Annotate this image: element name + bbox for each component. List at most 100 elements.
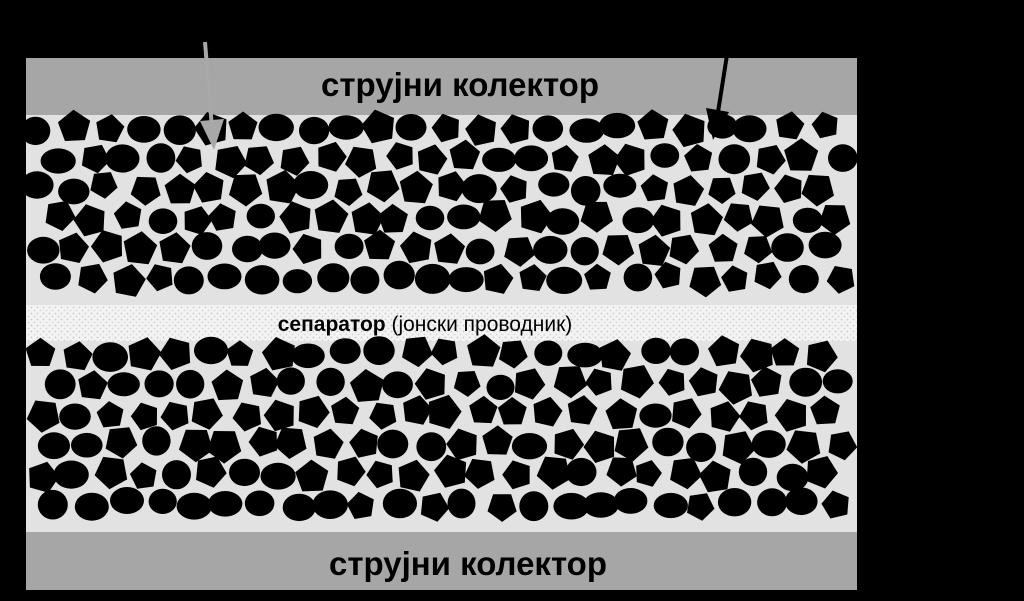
pentagon-particle [722,431,756,465]
round-particle [148,488,177,514]
pentagon-particle [274,427,307,459]
separator-label-bold: сепаратор [278,313,386,336]
pentagon-particle [588,144,621,175]
round-particle [416,432,447,462]
pentagon-particle [292,233,322,264]
pentagon-particle [811,111,838,139]
pentagon-particle [94,456,128,490]
pentagon-particle [599,339,631,371]
pentagon-particle [698,460,731,493]
pentagon-particle [638,234,671,266]
pentagon-particle [741,172,770,201]
round-particle [546,266,583,294]
round-particle [258,232,291,259]
round-particle [808,231,842,259]
pentagon-particle [420,492,450,522]
bottom-electrode-particles [25,334,858,522]
pentagon-particle [331,396,360,425]
top-electrode-particles [20,109,858,298]
arrow-down-icon [706,54,729,140]
bottom-current-collector [26,532,857,590]
pentagon-particle [295,459,329,492]
round-particle [785,487,818,516]
pentagon-particle [184,206,213,235]
pentagon-particle [464,458,495,489]
round-particle [163,115,196,145]
pentagon-particle [786,430,821,464]
round-particle [533,235,568,264]
pentagon-particle [613,143,645,176]
round-particle [27,236,60,264]
pentagon-particle [346,491,374,519]
pentagon-particle [828,431,858,461]
pentagon-particle [369,402,397,430]
round-particle [382,371,413,399]
pentagon-particle [349,369,384,402]
pentagon-particle [178,429,213,463]
pentagon-particle [402,336,433,368]
pentagon-particle [417,144,448,175]
pentagon-particle [640,174,668,202]
pentagon-particle [721,265,748,292]
pentagon-particle [673,175,705,206]
pentagon-particle [554,428,585,460]
pentagon-particle [244,146,274,176]
pentagon-particle [620,365,654,399]
round-particle [191,232,223,260]
round-particle [686,432,717,462]
pentagon-particle [414,368,445,400]
pentagon-particle [211,369,244,401]
pentagon-particle [467,334,501,367]
pentagon-particle [399,170,433,204]
pentagon-particle [386,142,413,170]
pentagon-particle [684,144,713,172]
pentagon-particle [45,200,76,231]
pentagon-particle [637,109,669,140]
pentagon-particle [434,454,467,488]
pentagon-particle [672,113,705,148]
pentagon-particle [776,111,805,140]
round-particle [74,492,109,521]
round-particle [623,263,653,292]
round-particle [229,458,260,487]
round-particle [110,487,144,514]
pentagon-particle [208,203,236,231]
round-particle [146,143,176,173]
pentagon-particle [63,341,93,371]
round-particle [37,489,68,520]
pentagon-particle [400,231,432,264]
round-particle [383,260,415,290]
round-particle [317,263,350,293]
pentagon-particle [29,461,60,493]
pentagon-particle [606,457,637,487]
pentagon-particle [361,109,394,144]
pentagon-particle [514,368,546,400]
pentagon-particle [228,111,258,140]
round-particle [208,491,243,517]
pentagon-particle [96,401,124,428]
round-particle [538,172,570,197]
pentagon-particle [398,459,430,492]
pentagon-particle [345,146,377,178]
round-particle [258,113,294,142]
round-particle [53,460,89,489]
round-particle [534,340,563,366]
round-particle [613,488,648,514]
separator-label-rest: (јонски проводник) [386,313,573,336]
pentagon-particle [801,174,834,207]
pentagon-particle [146,264,173,292]
pentagon-particle [504,237,535,267]
pentagon-particle [580,201,613,233]
pentagon-particle [806,456,838,489]
pentagon-particle [806,340,838,373]
round-particle [329,338,361,364]
pentagon-particle [232,402,261,432]
pentagon-particle [366,170,400,203]
round-particle [20,116,51,146]
pentagon-particle [349,428,378,458]
pentagon-particle [826,266,855,294]
round-particle [519,491,549,522]
pentagon-particle [502,460,530,490]
pentagon-particle [279,201,311,234]
round-particle [792,207,823,233]
